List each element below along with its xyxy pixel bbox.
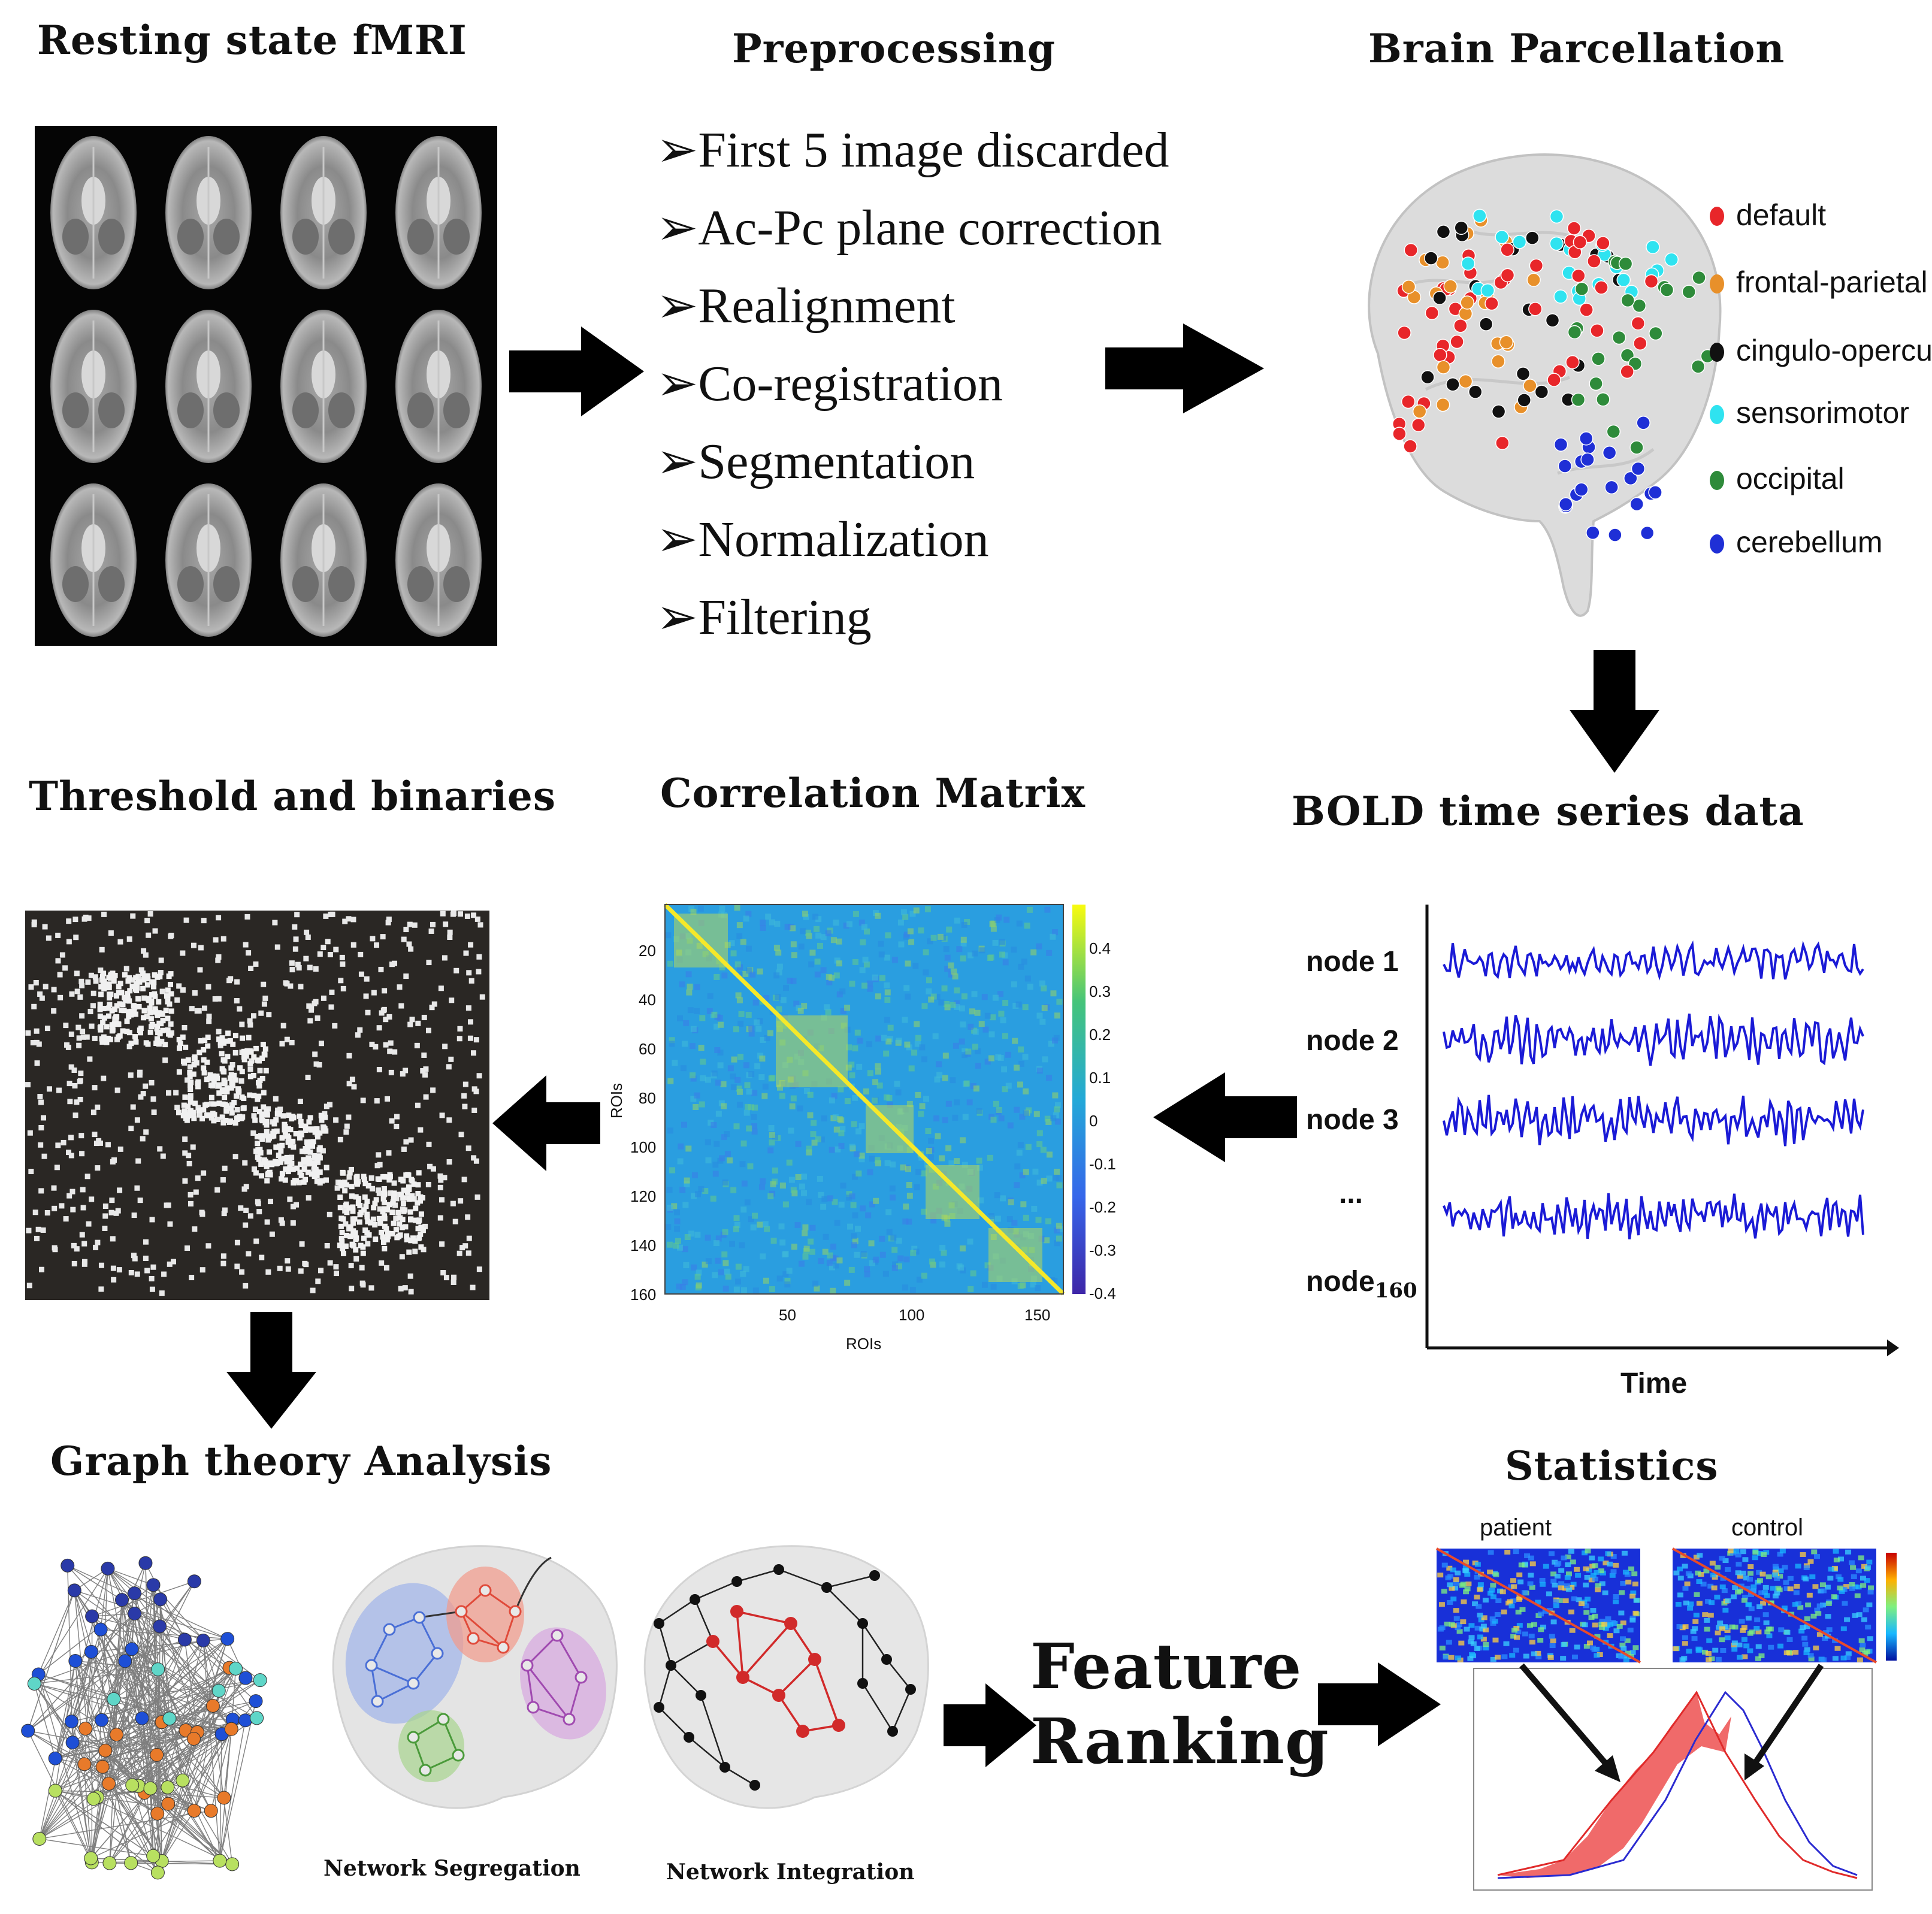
- y-tick: 160: [630, 1286, 657, 1304]
- y-tick: 80: [639, 1089, 656, 1107]
- distribution-plot: [1473, 1668, 1873, 1891]
- arrow-right-icon: [1318, 1662, 1441, 1746]
- arrowhead-bullet-icon: ➢: [656, 122, 699, 178]
- colorbar-tick: -0.4: [1089, 1284, 1116, 1302]
- preprocessing-step: ➢Segmentation: [656, 434, 975, 489]
- legend-dot: [1710, 471, 1724, 490]
- colorbar-tick: 0.1: [1089, 1069, 1111, 1087]
- patient-matrix: [1436, 1547, 1641, 1664]
- y-tick: 60: [639, 1040, 656, 1058]
- colorbar-tick: -0.2: [1089, 1198, 1116, 1216]
- legend-dot: [1710, 343, 1724, 362]
- binary-matrix-panel: [25, 911, 489, 1300]
- node-label: node 3: [1306, 1104, 1399, 1136]
- arrowhead-bullet-icon: ➢: [656, 200, 699, 256]
- y-tick: 20: [639, 942, 656, 960]
- legend-label: default: [1736, 198, 1827, 232]
- time-axis-label: Time: [1620, 1368, 1688, 1399]
- preprocessing-step: ➢Ac-Pc plane correction: [656, 200, 1162, 256]
- feature-ranking-line1: Feature: [1030, 1629, 1302, 1703]
- legend-label: cerebellum: [1736, 525, 1883, 559]
- network-segregation-image: [332, 1545, 618, 1809]
- legend-label: cingulo-opercular: [1736, 334, 1932, 367]
- arrowhead-bullet-icon: ➢: [656, 278, 699, 334]
- colorbar-tick: 0: [1089, 1112, 1098, 1130]
- x-tick: 100: [899, 1306, 925, 1324]
- y-axis-label: ROIs: [607, 1083, 626, 1119]
- colorbar-tick: 0.2: [1089, 1026, 1111, 1044]
- arrow-down-icon: [1570, 650, 1659, 773]
- preprocessing-step: ➢Realignment: [656, 278, 956, 334]
- preprocessing-step: ➢Normalization: [656, 512, 989, 567]
- control-matrix: [1672, 1547, 1877, 1664]
- stat-colorbar: [1886, 1553, 1897, 1661]
- correlation-matrix-heading: Correlation Matrix: [660, 770, 1086, 817]
- y-tick: 40: [639, 991, 656, 1009]
- arrowhead-bullet-icon: ➢: [656, 512, 699, 567]
- arrow-right-icon: [944, 1683, 1036, 1767]
- colorbar-tick: 0.3: [1089, 982, 1111, 1000]
- threshold-heading: Threshold and binaries: [29, 773, 557, 820]
- patient-label: patient: [1480, 1514, 1552, 1541]
- legend-dot: [1710, 534, 1724, 554]
- bold-heading: BOLD time series data: [1292, 788, 1804, 834]
- preprocessing-step: ➢Co-registration: [656, 356, 1003, 412]
- node-ellipsis: ...: [1339, 1178, 1363, 1210]
- legend-label: sensorimotor: [1736, 396, 1909, 430]
- fmri-slices-panel: [35, 126, 497, 646]
- arrow-right-icon: [1105, 323, 1264, 413]
- y-tick: 140: [630, 1236, 657, 1254]
- control-label: control: [1731, 1514, 1804, 1541]
- arrowhead-bullet-icon: ➢: [656, 589, 699, 645]
- arrowhead-bullet-icon: ➢: [656, 356, 699, 412]
- brain-parcellation-heading: Brain Parcellation: [1368, 25, 1785, 72]
- x-tick: 150: [1024, 1306, 1051, 1324]
- colorbar-tick: -0.1: [1089, 1155, 1116, 1173]
- legend-dot: [1710, 207, 1724, 226]
- colorbar-tick: -0.3: [1089, 1241, 1116, 1259]
- legend-label: occipital: [1736, 462, 1845, 495]
- network-integration-image: [643, 1545, 929, 1809]
- resting-state-heading: Resting state fMRI: [37, 17, 467, 64]
- preprocessing-step: ➢First 5 image discarded: [656, 122, 1169, 178]
- graph-theory-heading: Graph theory Analysis: [50, 1438, 552, 1484]
- arrow-down-icon: [226, 1312, 316, 1429]
- colorbar-tick: 0.4: [1089, 939, 1111, 957]
- stat-arrows: [1519, 1663, 1824, 1782]
- node-label: node 1: [1306, 946, 1399, 978]
- preprocessing-heading: Preprocessing: [732, 25, 1056, 72]
- arrow-right-icon: [509, 326, 644, 416]
- node-label: node160: [1306, 1266, 1417, 1303]
- brain-parcellation-image: [1368, 153, 1722, 617]
- legend-dot: [1710, 274, 1724, 294]
- network-graph-image: [21, 1556, 267, 1880]
- colorbar: [1072, 905, 1086, 1294]
- network-segregation-caption: Network Segregation: [323, 1856, 580, 1881]
- legend-dot: [1710, 405, 1724, 424]
- arrow-left-icon: [492, 1075, 600, 1171]
- feature-ranking-line2: Ranking: [1030, 1704, 1329, 1778]
- preprocessing-step: ➢Filtering: [656, 589, 872, 645]
- y-tick: 100: [630, 1138, 657, 1156]
- legend-label: frontal-parietal: [1736, 265, 1928, 299]
- statistics-heading: Statistics: [1505, 1443, 1719, 1489]
- x-tick: 50: [779, 1306, 796, 1324]
- arrow-left-icon: [1153, 1072, 1297, 1162]
- network-integration-caption: Network Integration: [666, 1859, 915, 1885]
- y-tick: 120: [630, 1187, 657, 1205]
- arrowhead-bullet-icon: ➢: [656, 434, 699, 489]
- node-label: node 2: [1306, 1025, 1399, 1057]
- x-axis-label: ROIs: [846, 1335, 882, 1353]
